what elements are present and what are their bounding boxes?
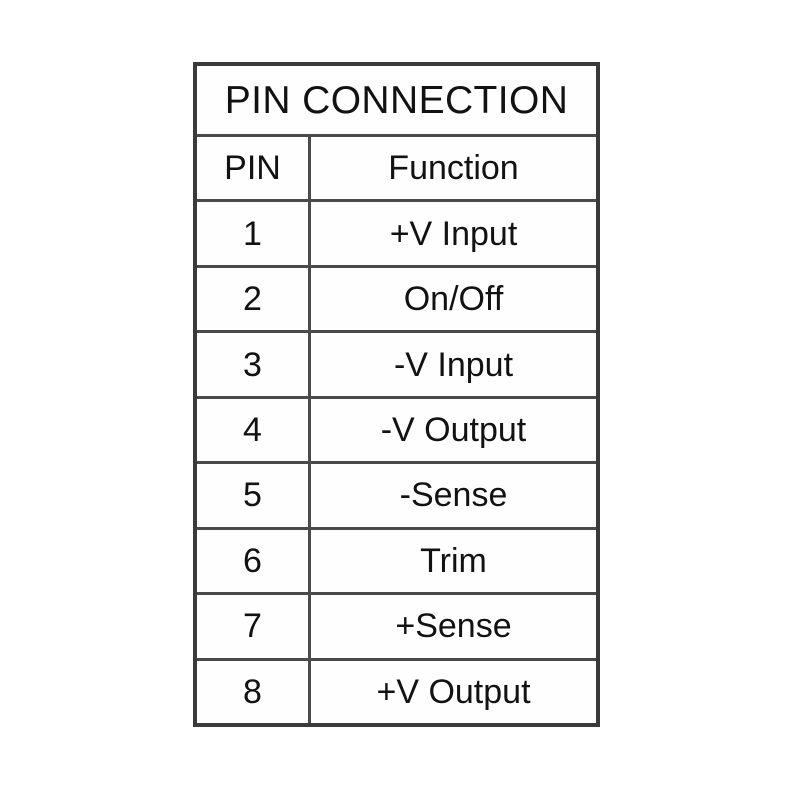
- table-row: 7 +Sense: [197, 595, 596, 661]
- cell-pin-value: 6: [243, 541, 262, 580]
- cell-function-value: On/Off: [403, 280, 504, 319]
- cell-pin-value: 5: [243, 476, 262, 515]
- cell-pin-value: 7: [243, 607, 262, 646]
- table-row: 4 -V Output: [197, 398, 596, 465]
- table-title: PIN CONNECTION: [224, 78, 569, 122]
- cell-pin: 3: [197, 333, 311, 396]
- cell-function-value: Trim: [420, 541, 487, 580]
- pin-connection-table: PIN CONNECTION PIN Function 1 +V Input 2: [193, 62, 600, 727]
- cell-function-value: -V Input: [393, 345, 514, 384]
- cell-function-value: -V Output: [380, 410, 527, 449]
- cell-function-value: +V Output: [376, 672, 531, 711]
- table-title-row: PIN CONNECTION: [197, 66, 596, 137]
- cell-function-value: +Sense: [395, 607, 512, 646]
- cell-function: +V Output: [311, 661, 596, 723]
- cell-pin-value: 1: [243, 214, 262, 253]
- cell-pin: 7: [197, 595, 311, 658]
- cell-pin: 2: [197, 267, 311, 331]
- cell-pin: 4: [197, 398, 311, 462]
- cell-function: -V Input: [311, 333, 596, 395]
- cell-function-value: -Sense: [399, 476, 508, 515]
- column-header-function: Function: [311, 137, 596, 199]
- column-header-pin: PIN: [197, 137, 311, 200]
- cell-function: +V Input: [311, 202, 596, 264]
- cell-function-value: +V Input: [389, 214, 518, 253]
- column-header-pin-label: PIN: [224, 149, 281, 188]
- cell-pin: 1: [197, 202, 311, 265]
- column-header-function-label: Function: [388, 149, 519, 188]
- cell-function: +Sense: [311, 595, 596, 657]
- cell-function: -Sense: [311, 464, 596, 526]
- table-row: 2 On/Off: [197, 267, 596, 334]
- table-row: 1 +V Input: [197, 202, 596, 268]
- table-body: PIN Function 1 +V Input 2 On/Off 3: [197, 137, 596, 723]
- cell-pin: 5: [197, 464, 311, 527]
- table-row: 6 Trim: [197, 529, 596, 596]
- table-row: 8 +V Output: [197, 660, 596, 723]
- cell-pin-value: 3: [243, 345, 262, 384]
- cell-pin-value: 4: [243, 410, 262, 449]
- cell-pin-value: 2: [243, 280, 262, 319]
- table-header-row: PIN Function: [197, 137, 596, 203]
- table-row: 3 -V Input: [197, 333, 596, 399]
- cell-pin: 8: [197, 660, 311, 723]
- cell-function: Trim: [311, 530, 596, 592]
- cell-function: On/Off: [311, 268, 596, 330]
- cell-function: -V Output: [311, 399, 596, 461]
- cell-pin: 6: [197, 529, 311, 593]
- cell-pin-value: 8: [243, 672, 262, 711]
- table-row: 5 -Sense: [197, 464, 596, 530]
